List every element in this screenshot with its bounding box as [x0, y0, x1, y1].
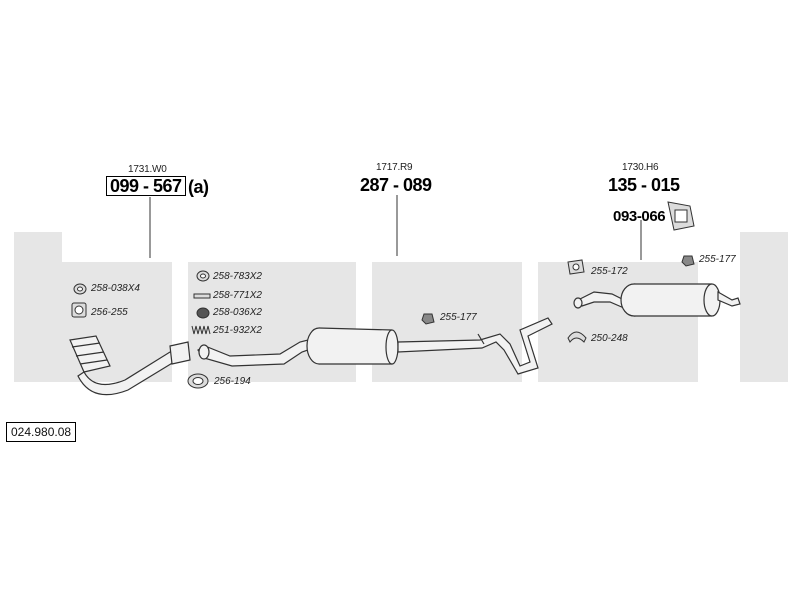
spring-icon: [191, 325, 211, 335]
part-suffix-1: (a): [188, 177, 209, 197]
accessory-label: 258-771X2: [213, 290, 262, 301]
accessory-label: 251-932X2: [213, 325, 262, 336]
accessory-label: 255-172: [591, 266, 628, 277]
accessory-label: 250-248: [591, 333, 628, 344]
diagram-number: 024.980.08: [6, 422, 77, 442]
section-ref-2: 1717.R9: [376, 162, 413, 173]
clamp-icon: [567, 331, 587, 343]
middle-pipe-silencer: [197, 317, 553, 375]
part-number-2[interactable]: 287 - 089: [360, 175, 432, 195]
part-number-1[interactable]: 099 - 567: [106, 176, 186, 196]
front-pipe-catalyst: [69, 335, 191, 396]
section-ref-1: 1731.W0: [128, 164, 167, 175]
rubber-mount-icon-2: [681, 255, 695, 267]
accessory-label: 256-194: [214, 376, 251, 387]
nut-icon: [196, 307, 210, 319]
rubber-mount-icon: [421, 313, 435, 325]
bolt-icon: [193, 293, 211, 299]
accessory-icons: [71, 201, 695, 389]
accessory-label: 258-783X2: [213, 271, 262, 282]
accessory-label: 255-177: [699, 254, 736, 265]
accessory-label: 258-038X4: [91, 283, 140, 294]
bosal-watermark: [14, 232, 788, 382]
part-number-3[interactable]: 135 - 015: [608, 175, 680, 195]
section-ref-3: 1730.H6: [622, 162, 659, 173]
accessory-label: 255-177: [440, 312, 477, 323]
extra-part-number[interactable]: 093-066: [613, 208, 666, 225]
rear-silencer: [573, 283, 741, 317]
accessory-label: 256-255: [91, 307, 128, 318]
accessory-label: 258-036X2: [213, 307, 262, 318]
